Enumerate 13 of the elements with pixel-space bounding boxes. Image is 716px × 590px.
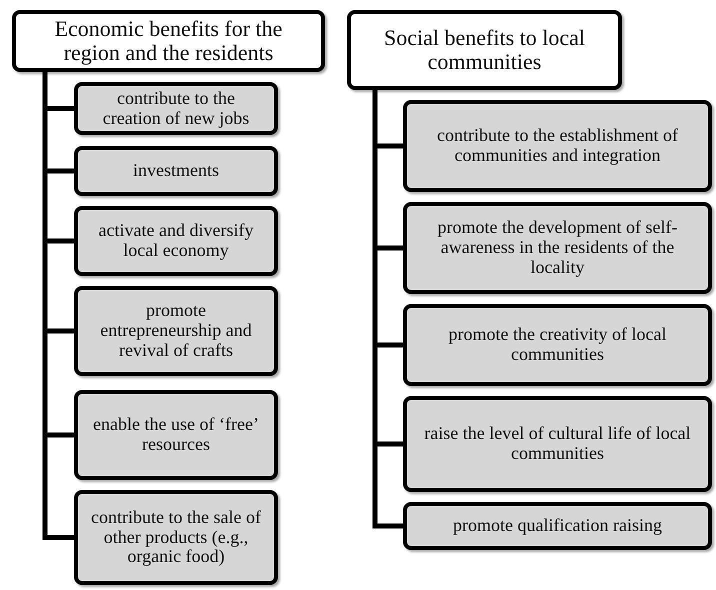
benefit-box: enable the use of ‘free’ resources <box>74 390 278 480</box>
benefit-box: promote qualification raising <box>403 502 712 550</box>
benefit-box: contribute to the establishment of communities and integration <box>403 100 712 192</box>
benefit-box: promote the development of self-awareness in the residents of the locality <box>403 202 712 294</box>
category-header-box: Economic benefits for the region and the residents <box>12 10 325 72</box>
benefit-box: promote the creativity of local communities <box>403 304 712 386</box>
category-header-box: Social benefits to local communities <box>347 10 622 90</box>
benefit-box: promote entrepreneurship and revival of crafts <box>74 286 278 376</box>
benefit-box: raise the level of cultural life of local communities <box>403 396 712 492</box>
benefit-box: contribute to the sale of other products (e.g., organic food) <box>74 490 278 585</box>
benefit-box: contribute to the creation of new jobs <box>74 82 278 135</box>
benefit-box: activate and diversify local economy <box>74 206 278 276</box>
benefit-box: investments <box>74 146 278 196</box>
